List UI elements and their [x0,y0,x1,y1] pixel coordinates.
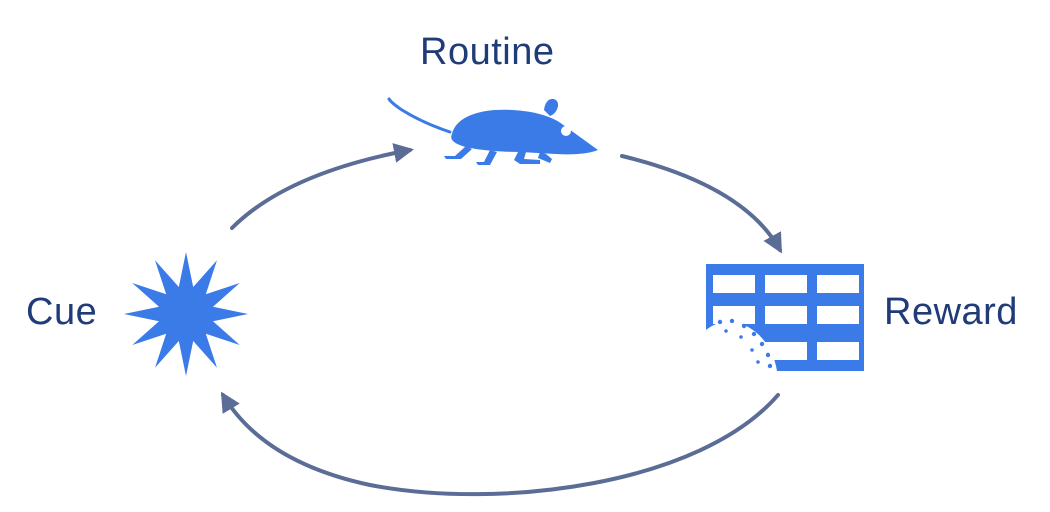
reward-label: Reward [884,291,1018,333]
starburst-icon [124,252,248,376]
routine-label: Routine [420,31,555,73]
arrow-reward-to-cue [220,391,780,497]
mouse-icon [387,97,598,165]
cheese-grid-icon [706,264,864,371]
arrow-routine-to-reward [620,154,782,254]
cue-label: Cue [26,291,98,333]
arrow-cue-to-routine [230,143,414,230]
